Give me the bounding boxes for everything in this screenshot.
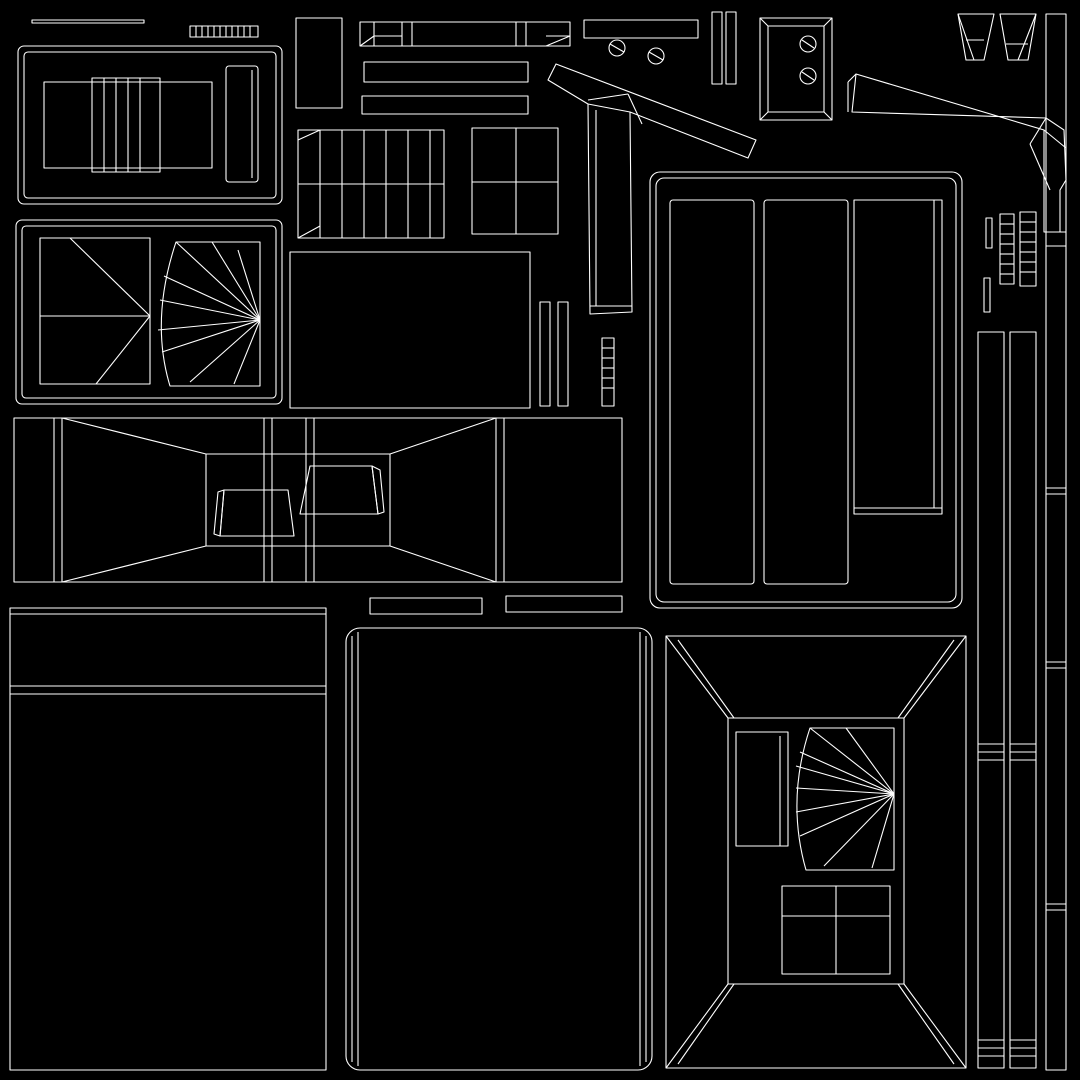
uv-island-bottom-left-panel (10, 608, 326, 1070)
uv-island-grid-10 (298, 130, 444, 238)
uv-island-long-rail-pair (978, 332, 1036, 1068)
uv-island-bent-arm-left (548, 64, 756, 314)
top-left-ribbed-strip (190, 26, 258, 37)
uv-island-cylinder-box (18, 46, 282, 204)
uv-island-funnel-panel (14, 418, 622, 582)
uv-island-top-strip-with-screws (584, 20, 698, 64)
uv-island-bottom-right-funnel-box (666, 636, 966, 1068)
uv-island-triangle-clip-2 (1000, 14, 1036, 60)
uv-island-tall-rect (296, 18, 342, 108)
uv-island-mid-strip-a (370, 598, 482, 614)
uv-island-right-edge-strip (1046, 14, 1066, 1070)
uv-island-wide-rect (290, 252, 530, 408)
uv-island-bottom-center-panel (346, 628, 652, 1070)
uv-island-grid-4 (472, 128, 558, 234)
top-left-thin-strip (32, 20, 144, 23)
uv-island-triangle-clip-1 (958, 14, 994, 60)
uv-island-thin-vertical-pair (712, 12, 736, 84)
uv-island-strip-a (364, 62, 528, 82)
uv-island-small-ladders (984, 212, 1036, 312)
uv-island-mid-strip-b (506, 596, 622, 612)
uv-island-strip-b (362, 96, 528, 114)
uv-island-top-bevel-strip (360, 22, 570, 46)
uv-island-thin-verticals (540, 302, 614, 406)
uv-island-screw-plate (760, 18, 832, 120)
uv-island-bent-arm-right (848, 74, 1066, 232)
uv-island-fan-box (16, 220, 282, 404)
uv-island-three-panel-frame (650, 172, 962, 608)
